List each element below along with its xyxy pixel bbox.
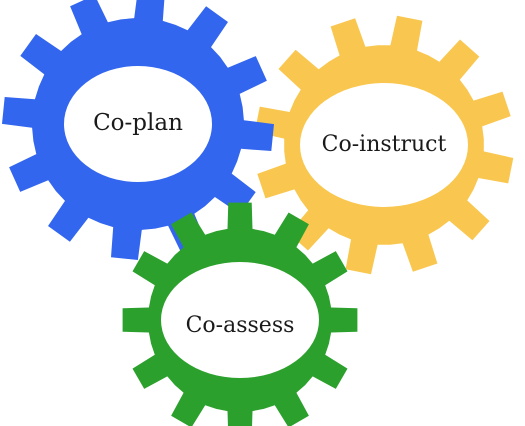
gear-co-plan-label: Co-plan [93,110,183,136]
gear-co-instruct-label: Co-instruct [322,132,447,157]
gear-co-assess: Co-assess [122,202,358,426]
gear-co-assess-label: Co-assess [186,313,295,338]
gear-co-instruct: Co-instruct [254,15,514,275]
gear-co-assess-ring [122,202,358,426]
gear-co-plan: Co-plan [2,0,274,260]
gear-co-instruct-ring [254,15,514,275]
gear-co-plan-ring [2,0,274,260]
